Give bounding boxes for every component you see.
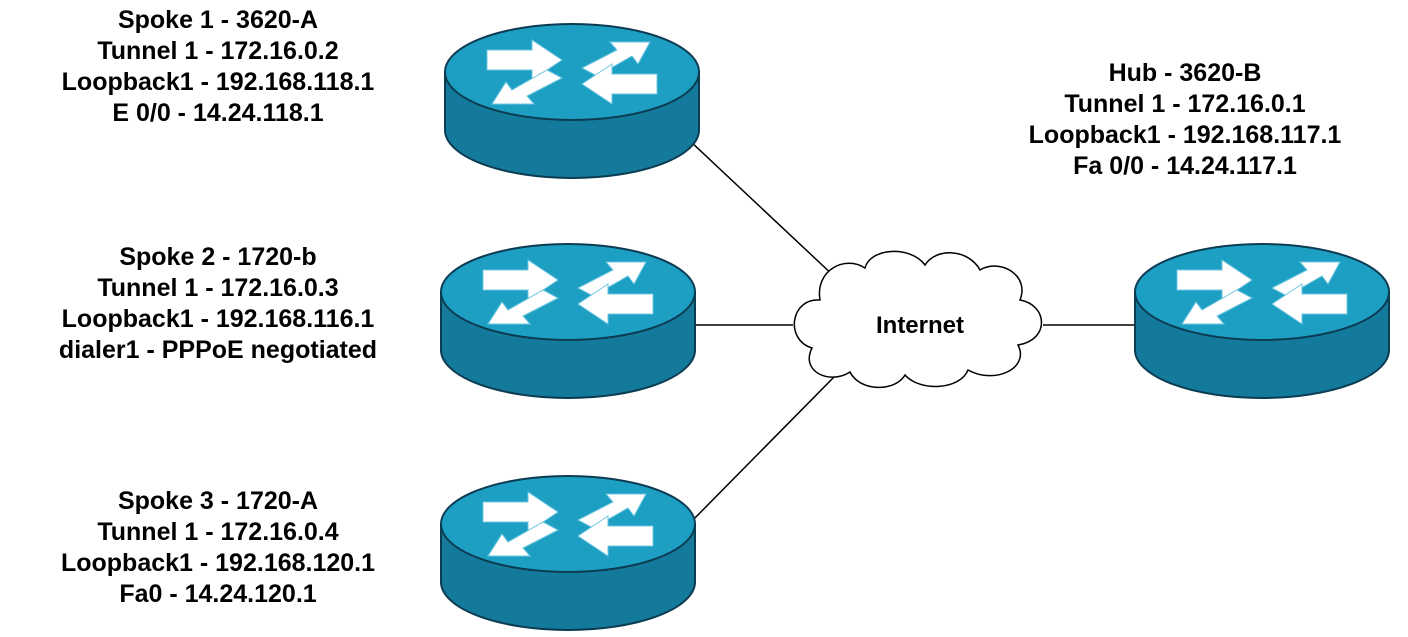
spoke3-name: Spoke 3 - 1720-A — [117, 487, 319, 515]
hub-interface: Fa 0/0 - 14.24.117.1 — [1073, 152, 1297, 180]
spoke3-tunnel: Tunnel 1 - 172.16.0.4 — [97, 518, 339, 546]
hub-tunnel: Tunnel 1 - 172.16.0.1 — [1064, 90, 1306, 118]
spoke1-tunnel: Tunnel 1 - 172.16.0.2 — [97, 37, 339, 65]
spoke2-label-block: Spoke 2 - 1720-b Tunnel 1 - 172.16.0.3 L… — [0, 242, 436, 366]
hub-name: Hub - 3620-B — [1108, 59, 1262, 87]
hub-label-block: Hub - 3620-B Tunnel 1 - 172.16.0.1 Loopb… — [970, 58, 1400, 182]
spoke2-tunnel: Tunnel 1 - 172.16.0.3 — [97, 274, 339, 302]
spoke2-interface: dialer1 - PPPoE negotiated — [58, 336, 378, 364]
spoke2-name: Spoke 2 - 1720-b — [119, 243, 317, 271]
spoke3-interface: Fa0 - 14.24.120.1 — [119, 580, 317, 608]
spoke1-loopback: Loopback1 - 192.168.118.1 — [61, 68, 375, 96]
spoke3-loopback: Loopback1 - 192.168.120.1 — [60, 549, 376, 577]
link-spoke3-internet — [687, 374, 837, 526]
internet-label: Internet — [875, 312, 964, 339]
cloud-icon — [793, 250, 1043, 389]
router-icon — [440, 475, 696, 631]
router-icon — [444, 23, 700, 179]
hub-loopback: Loopback1 - 192.168.117.1 — [1028, 121, 1342, 149]
spoke3-label-block: Spoke 3 - 1720-A Tunnel 1 - 172.16.0.4 L… — [0, 486, 436, 610]
spoke2-loopback: Loopback1 - 192.168.116.1 — [61, 305, 375, 333]
links — [672, 124, 1135, 526]
link-spoke1-internet — [672, 124, 837, 279]
router-icon — [440, 243, 696, 399]
spoke1-name: Spoke 1 - 3620-A — [117, 6, 319, 34]
spoke1-label-block: Spoke 1 - 3620-A Tunnel 1 - 172.16.0.2 L… — [0, 5, 436, 129]
spoke1-interface: E 0/0 - 14.24.118.1 — [112, 99, 324, 127]
router-icon — [1134, 243, 1390, 399]
